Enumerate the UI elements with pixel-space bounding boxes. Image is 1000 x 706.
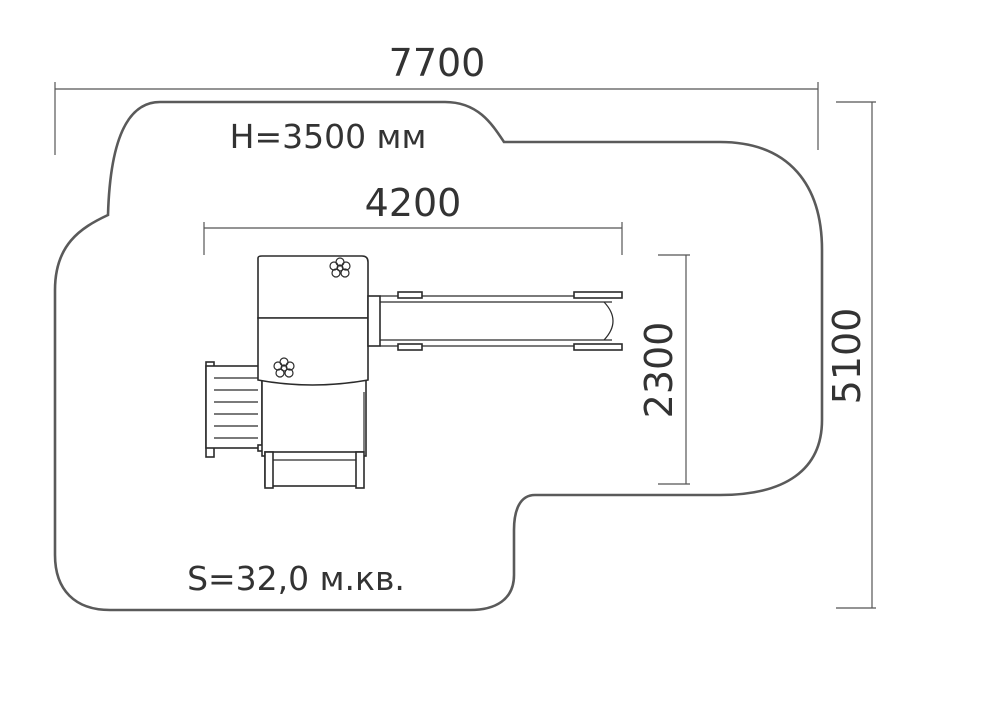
dimension-inner-depth: 2300 [637, 254, 690, 485]
flower-icon [273, 357, 295, 378]
flower-icon [329, 257, 351, 278]
playground-equipment [205, 255, 623, 489]
safety-zone-outline [53, 100, 824, 612]
dimension-inner-width-label: 4200 [365, 181, 462, 225]
dimension-inner-width: 4200 [203, 181, 623, 255]
dimension-overall-width: 7700 [54, 41, 819, 155]
dimension-overall-depth: 5100 [825, 101, 876, 609]
area-annotation: S=32,0 м.кв. [187, 559, 405, 598]
stairs [205, 361, 273, 458]
dimension-overall-depth-label: 5100 [825, 308, 869, 405]
height-annotation: H=3500 мм [230, 117, 427, 156]
dimension-inner-depth-label: 2300 [637, 322, 681, 419]
slide [367, 291, 623, 351]
tower-platform [261, 375, 367, 457]
bottom-step [264, 451, 365, 489]
dimension-overall-width-label: 7700 [389, 41, 486, 85]
